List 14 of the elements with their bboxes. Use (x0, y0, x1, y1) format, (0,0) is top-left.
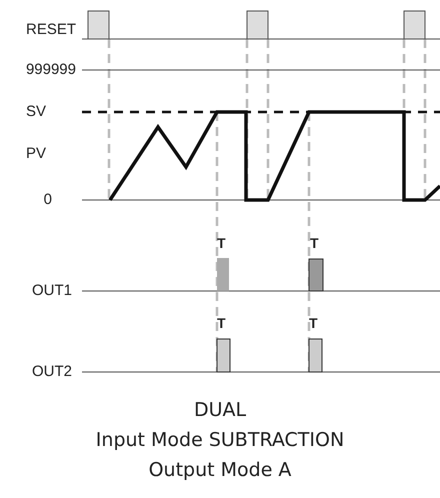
pulse-label: T (217, 314, 227, 332)
axis-label: PV (24, 145, 46, 163)
signal-label: OUT2 (30, 363, 72, 381)
pulse-label: T (217, 234, 227, 252)
signal-label: OUT1 (30, 282, 72, 300)
caption-line: DUAL (192, 398, 248, 422)
pulse-label: T (310, 234, 320, 252)
pulse-label: T (309, 314, 319, 332)
caption-line: Output Mode A (148, 458, 292, 482)
axis-label: SV (24, 103, 46, 121)
axis-value: 999999 (24, 61, 76, 79)
signal-label: RESET (24, 21, 76, 39)
caption-line: Input Mode SUBTRACTION (94, 428, 346, 452)
axis-value: 0 (42, 191, 52, 209)
